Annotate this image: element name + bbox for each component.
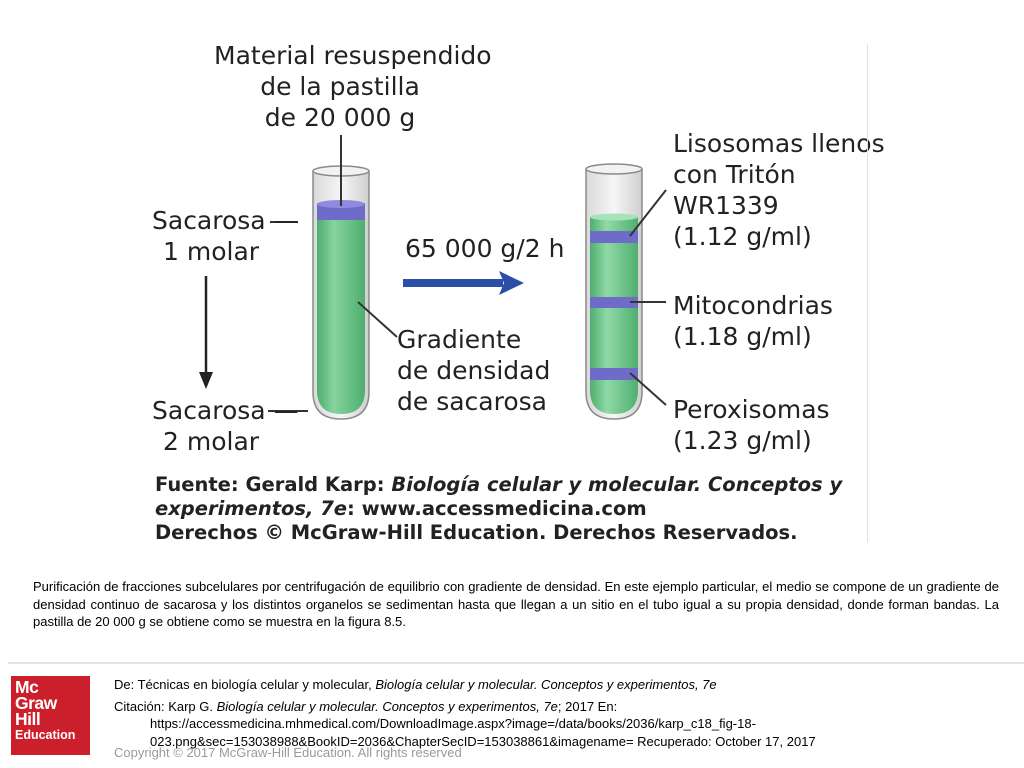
mitochondria-line-1: Mitocondrias [673,291,833,320]
lysosomes-density: (1.12 g/ml) [673,222,812,251]
sucrose-bottom-label: Sacarosa — 2 molar [152,395,299,457]
logo-line-hill: Hill [15,709,41,729]
peroxisomes-label: Peroxisomas (1.23 g/ml) [673,394,830,456]
sucrose-bottom-line-2: 2 molar [163,427,260,456]
top-label: Material resuspendido de la pastilla de … [214,40,492,133]
source-prefix: Fuente: Gerald Karp: [155,473,392,496]
source-rights: Derechos © McGraw-Hill Education. Derech… [155,521,798,544]
gradient-label: Gradiente de densidad de sacarosa [397,324,550,417]
figure-caption: Purificación de fracciones subcelulares … [33,579,999,629]
citation-url-line-2[interactable]: 023.png&sec=153038988&BookID=2036&Chapte… [150,733,816,749]
sucrose-top-label: Sacarosa — 1 molar [152,205,299,267]
sucrose-bottom-line-1: Sacarosa — [152,396,299,425]
logo-line-mc: Mc [15,677,39,697]
source-line-2: experimentos, 7e: www.accessmedicina.com [155,497,842,521]
lysosomes-line-2: con Tritón [673,160,796,189]
reference-block: De: Técnicas en biología celular y molec… [114,676,1014,750]
reference-citation: Citación: Karp G. Biología celular y mol… [114,698,1014,716]
centrifuge-label: 65 000 g/2 h [405,234,565,263]
lysosomes-line-3: WR1339 [673,191,779,220]
lysosomes-line-1: Lisosomas llenos [673,129,885,158]
leader-gradient [357,301,398,338]
citation-prefix: Citación: Karp G [114,698,210,714]
top-label-line-1: Material resuspendido [214,41,492,70]
source-line-1: Fuente: Gerald Karp: Biología celular y … [155,473,842,497]
tube-right [585,163,643,420]
citation-suffix: ; 2017 En: [557,698,618,714]
copyright-notice: Copyright © 2017 McGraw-Hill Education. … [114,745,462,760]
figure-edge-line [867,44,868,542]
peroxisomes-line-1: Peroxisomas [673,395,830,424]
reference-from-title: Biología celular y molecular. Conceptos … [375,677,717,692]
reference-from: De: Técnicas en biología celular y molec… [114,676,1014,694]
mcgraw-hill-logo: Mc Graw Hill Education [11,676,90,755]
top-label-line-2: de la pastilla [260,72,420,101]
citation-title: Biología celular y molecular. Conceptos … [216,698,558,714]
citation-url-line-1[interactable]: https://accessmedicina.mhmedical.com/Dow… [150,716,756,731]
gradient-label-line-3: de sacarosa [397,387,547,416]
gradient-label-line-1: Gradiente [397,325,522,354]
right-arrow [403,271,524,295]
source-url: : www.accessmedicina.com [347,497,647,520]
logo-line-graw: Graw [15,693,57,713]
sucrose-top-line-2: 1 molar [163,237,260,266]
logo-line-education: Education [15,728,76,742]
gradient-label-line-2: de densidad [397,356,551,385]
reference-from-prefix: De: Técnicas en biología celular y molec… [114,677,376,692]
lysosomes-label: Lisosomas llenos con Tritón WR1339 (1.12… [673,128,885,252]
top-label-line-3: de 20 000 g [264,103,416,132]
mitochondria-density: (1.18 g/ml) [673,322,812,351]
footer-divider [8,662,1024,664]
peroxisomes-density: (1.23 g/ml) [673,426,812,455]
band-mitochondria [590,297,638,308]
band-peroxisomes [590,368,638,380]
leader-lysosomes [629,189,667,237]
figure-graphics [199,135,667,420]
sucrose-top-line-1: Sacarosa — [152,206,299,235]
mitochondria-label: Mitocondrias (1.18 g/ml) [673,290,833,352]
source-title-2: experimentos, 7e [155,497,348,520]
leader-peroxisomes [629,372,667,406]
citation-dot: . [209,698,217,714]
centrifugation-figure: Material resuspendido de la pastilla de … [152,40,885,545]
band-lysosomes [590,231,638,243]
source-title: Biología celular y molecular. Conceptos … [391,473,843,496]
down-arrow [199,276,213,389]
figure-source: Fuente: Gerald Karp: Biología celular y … [155,473,842,545]
